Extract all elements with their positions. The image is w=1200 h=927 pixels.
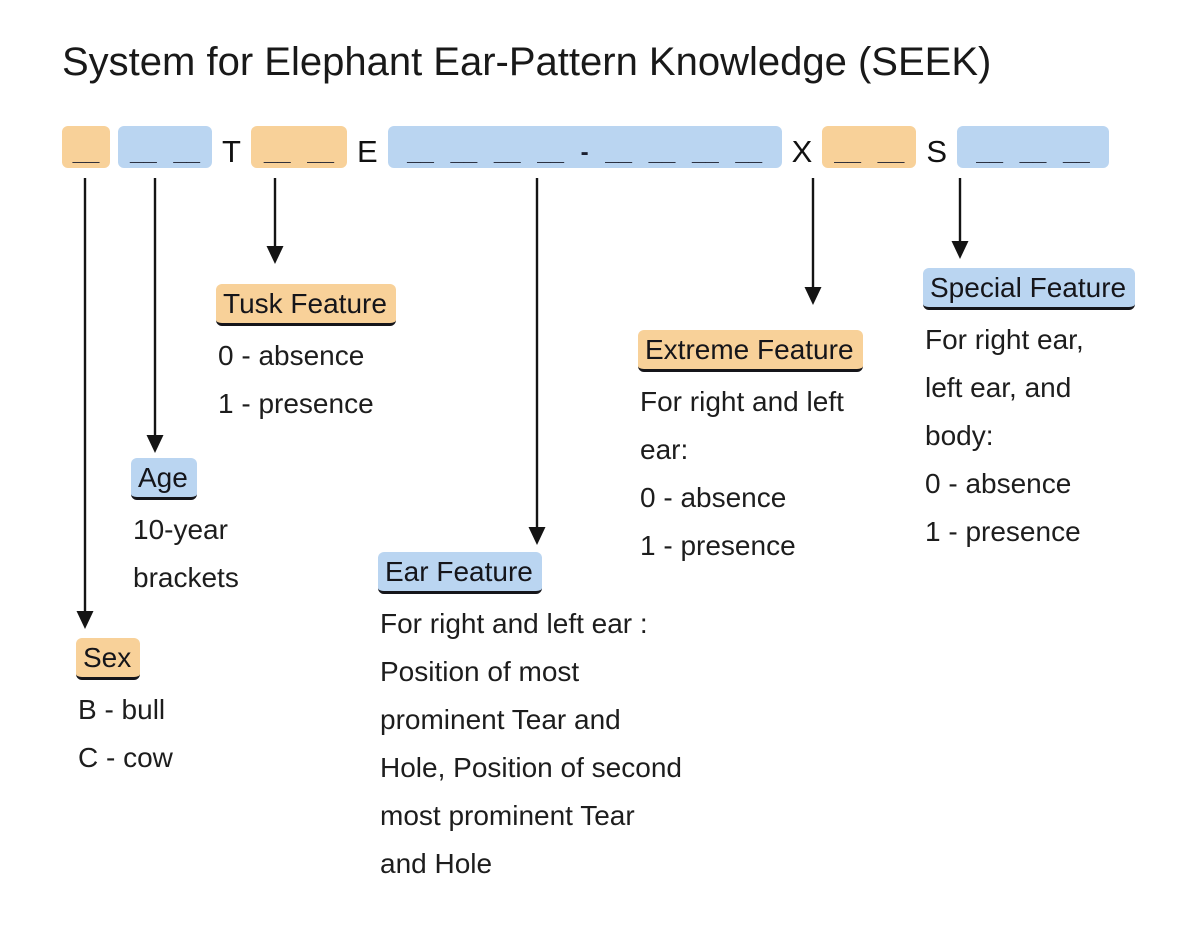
section-special-line: body: [925,419,994,451]
code-pattern-row: __ __ __ T __ __ E __ __ __ __ - __ __ _… [62,126,1109,168]
section-special-lines: For right ear, left ear, and body: 0 - a… [925,316,1135,556]
section-tusk-line: 1 - presence [218,387,374,419]
section-extreme-lines: For right and left ear: 0 - absence 1 - … [640,378,863,570]
section-sex-line: C - cow [78,741,173,773]
pattern-block-ear: __ __ __ __ - __ __ __ __ [387,126,782,168]
arrow-sex [76,178,94,629]
pattern-block-tusk: __ __ [250,126,347,168]
section-age-line: brackets [133,561,239,593]
section-ear-line: most prominent Tear [380,799,635,831]
section-ear-lines: For right and left ear : Position of mos… [380,600,682,888]
pattern-block-special: __ __ __ [957,126,1109,168]
arrow-tusk [266,178,284,264]
section-extreme: Extreme Feature For right and left ear: … [638,330,863,570]
pattern-letter-x: X [791,134,813,169]
section-tusk-label: Tusk Feature [216,284,396,326]
section-sex-lines: B - bull C - cow [78,686,173,782]
pattern-block-sex: __ [62,126,110,168]
section-ear-line: and Hole [380,847,493,879]
pattern-letter-t: T [222,134,241,169]
section-extreme-label: Extreme Feature [638,330,863,372]
section-ear-line: Position of most [380,655,580,687]
section-age-lines: 10-year brackets [133,506,239,602]
section-extreme-line: 1 - presence [640,529,796,561]
section-tusk: Tusk Feature 0 - absence 1 - presence [216,284,396,428]
section-tusk-lines: 0 - absence 1 - presence [218,332,396,428]
section-extreme-line: ear: [640,433,689,465]
page-title: System for Elephant Ear-Pattern Knowledg… [62,40,992,84]
section-age-line: 10-year [133,513,228,545]
section-special-line: For right ear, [925,323,1084,355]
pattern-block-extreme: __ __ [822,126,917,168]
pattern-block-age: __ __ [118,126,212,168]
section-sex-line: B - bull [78,693,166,725]
section-special: Special Feature For right ear, left ear,… [923,268,1136,556]
section-sex-label: Sex [76,638,141,680]
section-extreme-line: 0 - absence [640,481,787,513]
section-sex: Sex B - bull C - cow [76,638,173,782]
arrow-ear [528,178,546,545]
pattern-letter-e: E [356,134,378,169]
section-special-line: left ear, and [925,371,1072,403]
section-ear-label: Ear Feature [378,552,542,594]
section-age: Age 10-year brackets [131,458,239,602]
section-special-line: 0 - absence [925,467,1072,499]
section-special-label: Special Feature [923,268,1136,310]
section-ear-line: For right and left ear : [380,607,648,639]
arrow-extreme [804,178,822,305]
section-special-line: 1 - presence [925,515,1081,547]
section-ear-line: prominent Tear and [380,703,621,735]
section-extreme-line: For right and left [640,385,844,417]
section-ear-line: Hole, Position of second [380,751,682,783]
arrow-special [951,178,969,259]
section-age-label: Age [131,458,197,500]
section-ear: Ear Feature For right and left ear : Pos… [378,552,682,888]
arrow-age [146,178,164,453]
section-tusk-line: 0 - absence [218,339,365,371]
pattern-letter-s: S [926,134,947,169]
